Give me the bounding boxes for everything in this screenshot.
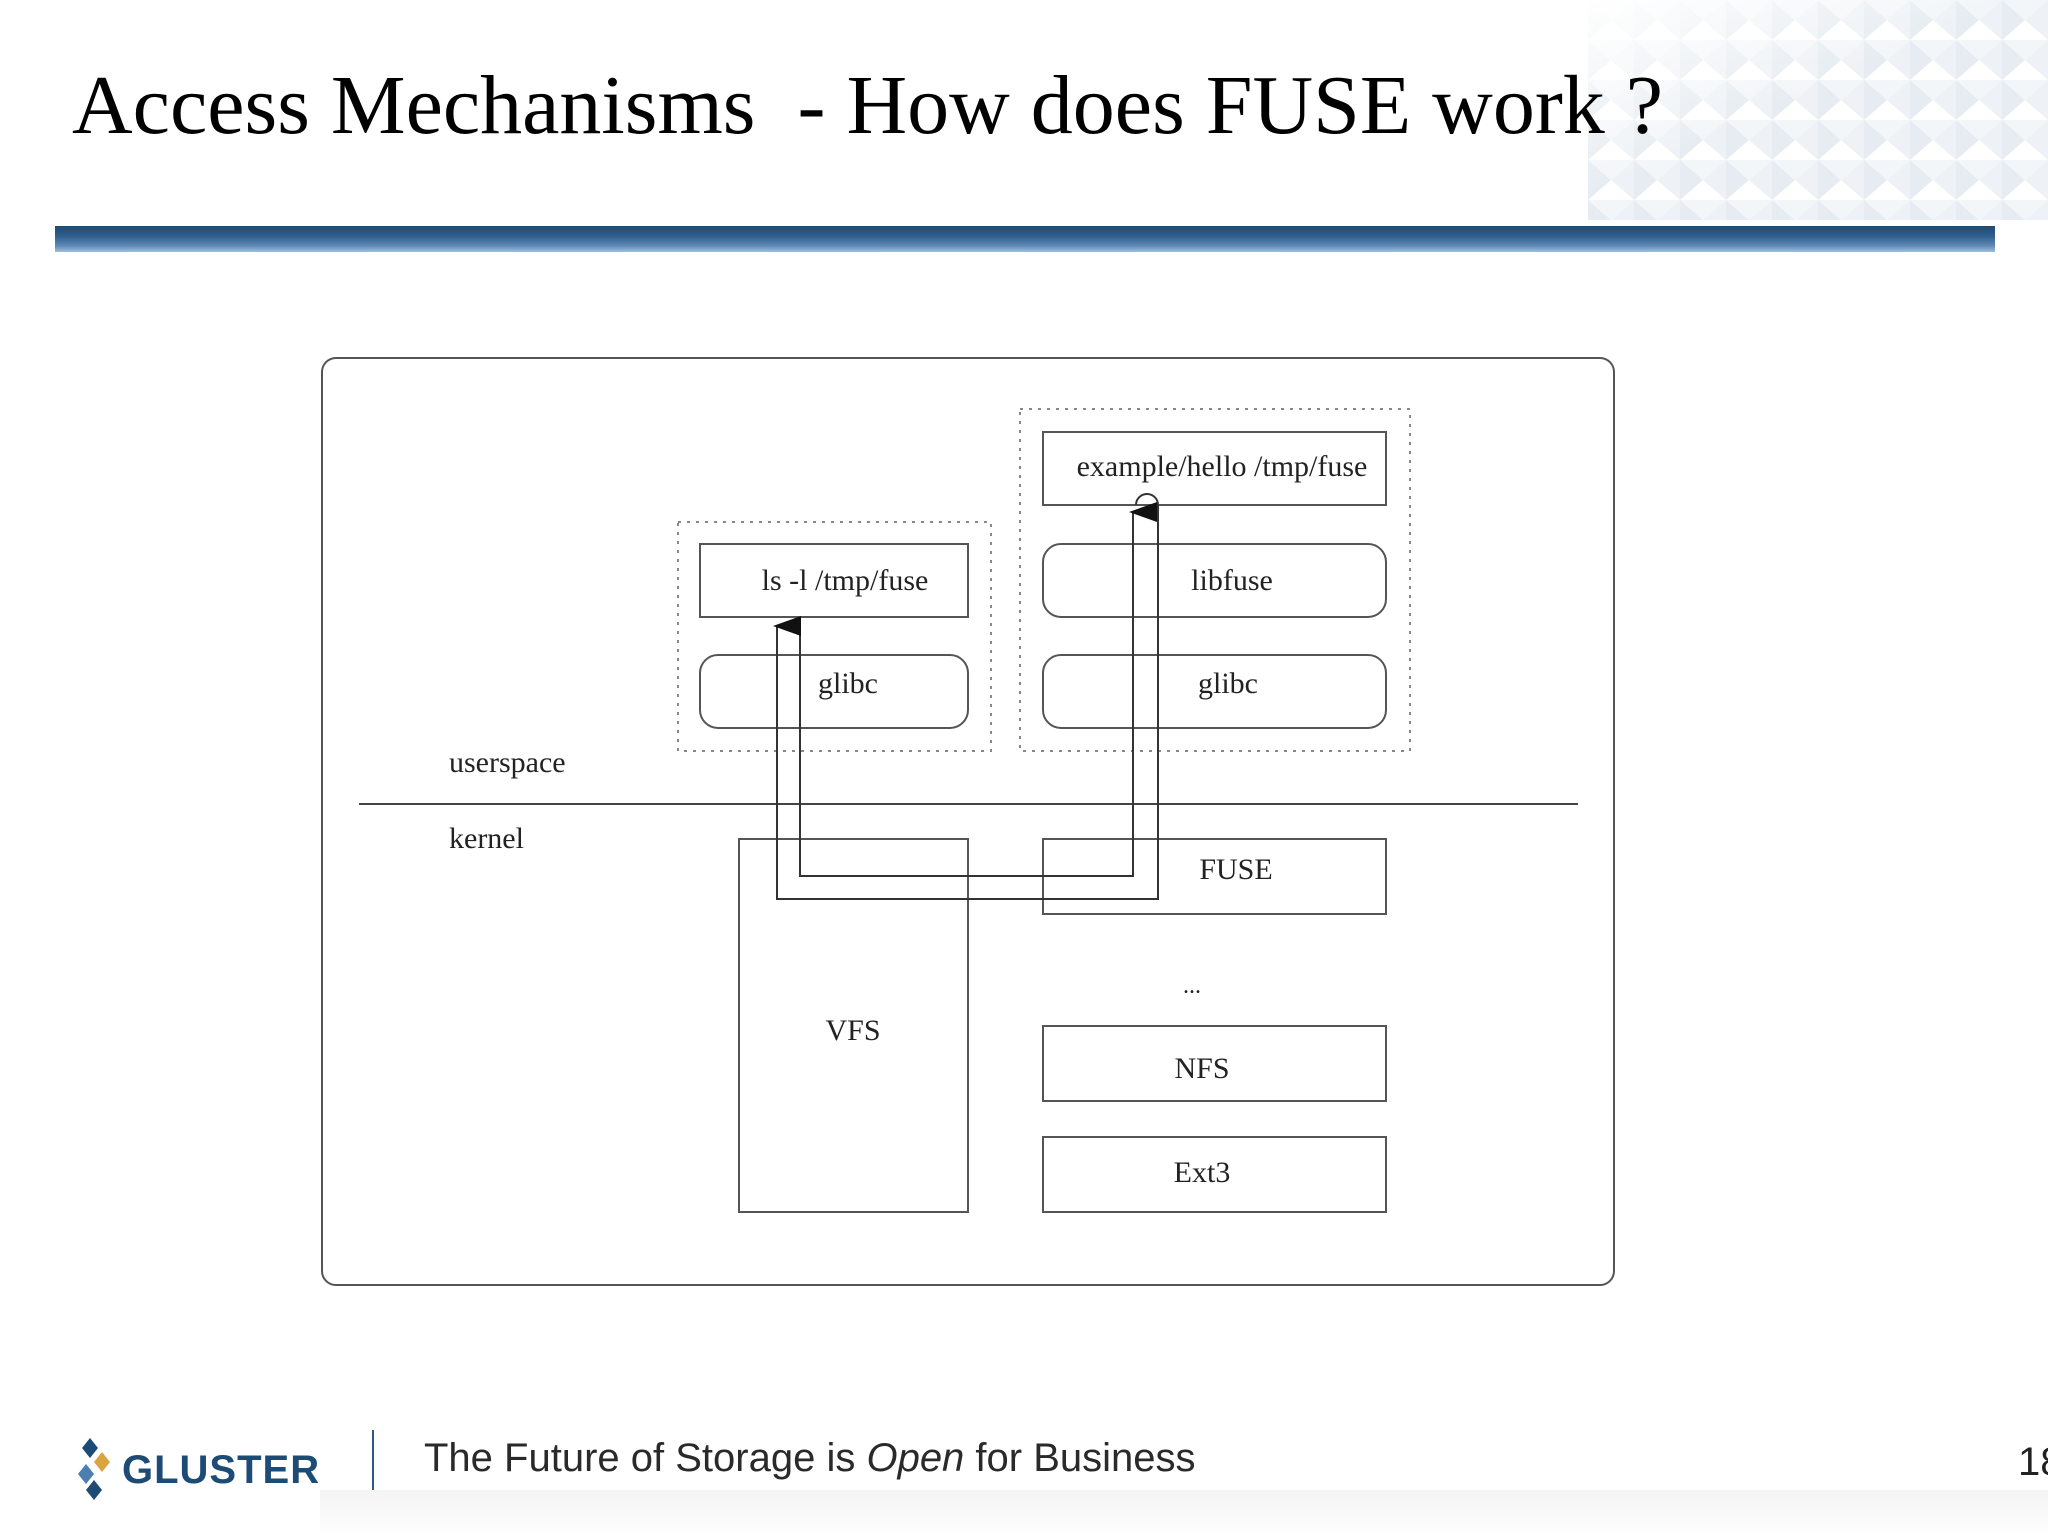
ext3-label: Ext3 — [1174, 1156, 1231, 1189]
footer-band — [320, 1490, 2048, 1539]
gluster-logo: GLUSTER — [78, 1438, 320, 1502]
reply-path-line — [773, 493, 1159, 900]
footer-tagline: The Future of Storage is Open for Busine… — [424, 1436, 1196, 1481]
kernel-label: kernel — [449, 822, 524, 855]
more-modules-ellipsis: ... — [1183, 973, 1201, 999]
diagram-frame — [321, 357, 1615, 1286]
nfs-label: NFS — [1174, 1052, 1229, 1085]
ext3-box — [1042, 1136, 1387, 1213]
tagline-before: The Future of Storage is — [424, 1436, 867, 1480]
vfs-box — [738, 838, 969, 1213]
nfs-box — [1042, 1025, 1387, 1102]
libfuse-box — [1042, 543, 1387, 618]
fuse-glibc-label: glibc — [1198, 667, 1258, 700]
gluster-wordmark: GLUSTER — [122, 1447, 321, 1492]
title-rule — [55, 226, 1995, 252]
footer-divider — [372, 1430, 374, 1490]
page-number: 18 — [2018, 1440, 2048, 1484]
userspace-label: userspace — [449, 746, 566, 779]
vfs-label: VFS — [825, 1014, 880, 1047]
ls-command-label: ls -l /tmp/fuse — [762, 564, 929, 597]
gluster-logo-icon — [78, 1438, 110, 1500]
tagline-emphasis: Open — [866, 1436, 965, 1480]
libfuse-label: libfuse — [1191, 564, 1273, 597]
tagline-after: for Business — [964, 1436, 1196, 1480]
user-glibc-box — [699, 654, 969, 729]
fuse-glibc-box — [1042, 654, 1387, 729]
corner-decorative-pattern — [1588, 0, 2048, 220]
slide-title: Access Mechanisms - How does FUSE work ? — [72, 59, 1664, 152]
request-path-line — [799, 502, 1157, 877]
hello-command-label: example/hello /tmp/fuse — [1077, 450, 1368, 483]
fuse-kernel-label: FUSE — [1199, 853, 1272, 886]
user-glibc-label: glibc — [818, 667, 878, 700]
hello-command-box — [1042, 431, 1387, 506]
fuse-process-group — [1019, 408, 1411, 752]
ls-command-box — [699, 543, 969, 618]
